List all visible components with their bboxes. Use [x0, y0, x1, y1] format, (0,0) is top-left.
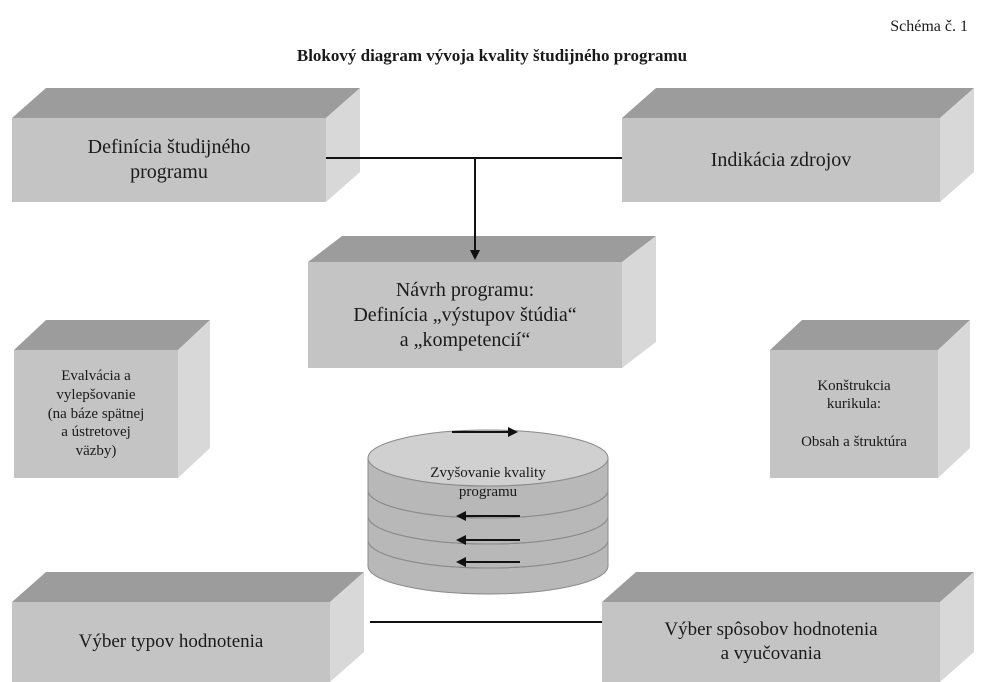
box-assessment-methods [602, 572, 974, 682]
box-curriculum-label: Konštrukcia kurikula: Obsah a štruktúra [801, 377, 907, 450]
box-curriculum [770, 320, 970, 478]
box-evaluation-label: Evalvácia a vylepšovanie (na báze spätne… [47, 368, 145, 460]
disk-stack [367, 429, 609, 595]
scheme-label: Schéma č. 1 [890, 18, 968, 35]
box-design [308, 236, 656, 368]
box-resources-label: Indikácia zdrojov [710, 148, 852, 171]
box-resources [622, 88, 974, 202]
diagram-title: Blokový diagram vývoja kvality študijnéh… [296, 46, 688, 65]
box-assessment-types-label: Výber typov hodnotenia [78, 631, 264, 653]
box-definition-label: Definícia študijného programu [87, 136, 251, 183]
box-assessment-methods-label: Výber spôsobov hodnotenia a vyučovania [664, 619, 878, 664]
center-label: Zvyšovanie kvality programu [430, 465, 546, 500]
box-design-label: Návrh programu: Definícia „výstupov štúd… [353, 278, 577, 351]
disk-top [367, 429, 609, 519]
box-definition [12, 88, 360, 202]
box-assessment-types [12, 572, 364, 682]
box-evaluation [14, 320, 210, 478]
